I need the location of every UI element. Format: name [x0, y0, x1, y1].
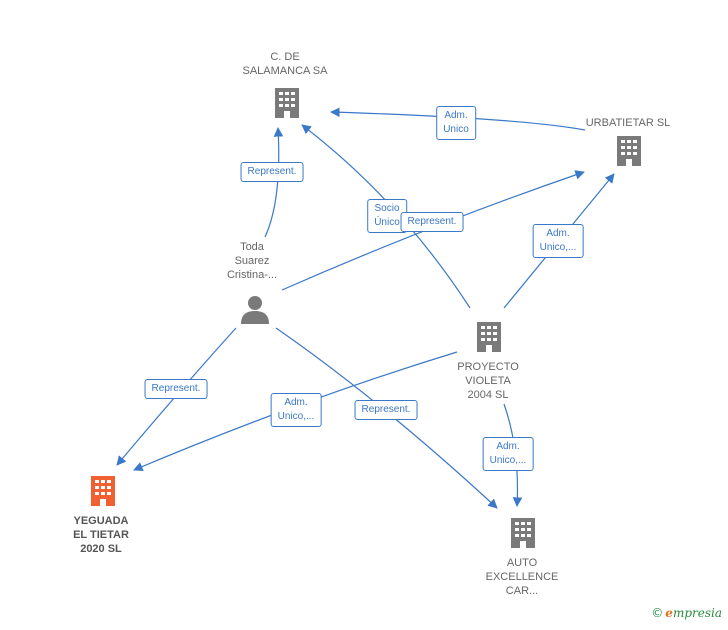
edge-label: Adm. Unico,... [482, 437, 534, 471]
building-icon[interactable] [88, 474, 118, 508]
edge-label: Represent. [240, 162, 304, 182]
edge-label: Represent. [354, 400, 418, 420]
edge-label: Adm. Unico,... [532, 224, 584, 258]
edge-label: Socio Único [367, 199, 407, 233]
node-label-toda-suarez[interactable]: Toda Suarez Cristina-... [226, 241, 278, 281]
building-icon[interactable] [272, 86, 302, 120]
edge-label: Represent. [400, 212, 464, 232]
building-icon[interactable] [474, 320, 504, 354]
edge-arrow [330, 107, 586, 131]
node-label-urbatietar[interactable]: URBATIETAR SL [585, 117, 671, 129]
building-icon[interactable] [508, 516, 538, 550]
node-label-yeguada[interactable]: YEGUADA EL TIETAR 2020 SL [73, 515, 129, 555]
person-icon[interactable] [239, 294, 271, 326]
edge-label: Adm. Unico,... [270, 393, 322, 427]
edge-arrow [264, 127, 284, 238]
brand-logo: ©empresia [651, 606, 722, 620]
edge-label: Adm. Unico [436, 106, 476, 140]
edge-label: Represent. [144, 379, 208, 399]
node-label-auto-excellence[interactable]: AUTO EXCELLENCE CAR... [485, 557, 559, 597]
node-label-proyecto-violeta[interactable]: PROYECTO VIOLETA 2004 SL [457, 361, 519, 401]
building-icon[interactable] [614, 134, 644, 168]
node-label-c-salamanca[interactable]: C. DE SALAMANCA SA [242, 51, 328, 77]
